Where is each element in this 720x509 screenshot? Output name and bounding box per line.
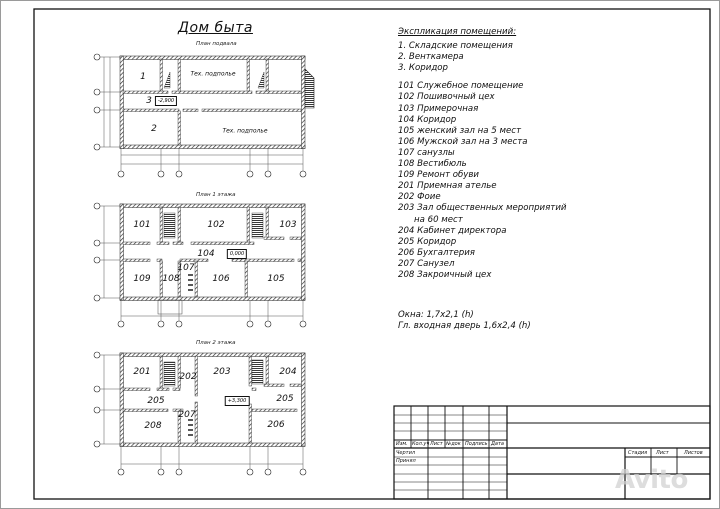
explication-item: на 60 мест <box>414 214 463 225</box>
drawing-title: Дом быта <box>178 20 253 36</box>
room-label: 203 <box>213 367 231 377</box>
room-label: Тех. подполье <box>222 127 268 135</box>
room-label: 201 <box>133 367 151 377</box>
explication-item: 201 Приемная ателье <box>398 181 497 192</box>
explication-item: 208 Закроичный цех <box>398 269 492 280</box>
tb-col-label: Подпись <box>465 441 488 447</box>
room-label: 106 <box>212 274 230 284</box>
explication-item: 206 Бухгалтерия <box>398 247 475 258</box>
explication-item: 205 Коридор <box>398 236 457 247</box>
explication-item: 1. Складские помещения <box>398 41 513 52</box>
room-label: 202 <box>179 372 197 382</box>
basement-plan-subtitle: План подвала <box>196 41 237 47</box>
explication-item: 2. Венткамера <box>398 52 464 63</box>
tb-stage-header: Лист <box>656 450 669 456</box>
explication-item: 105 женский зал на 5 мест <box>398 125 521 136</box>
explication-item: 102 Пошивочный цех <box>398 92 495 103</box>
explication-item: 202 Фоие <box>398 192 441 203</box>
inner-frame <box>33 8 711 500</box>
room-label: 3 <box>146 96 152 106</box>
level-mark: +3,300 <box>224 396 250 406</box>
room-label: 108 <box>162 274 180 284</box>
explication-item: 108 Вестибюль <box>398 159 467 170</box>
explication-item: 103 Примерочная <box>398 103 479 114</box>
explication-item: 104 Коридор <box>398 114 457 125</box>
floor2-plan <box>93 351 307 476</box>
tb-col-label: Лист <box>430 441 443 447</box>
room-label: 104 <box>197 249 215 259</box>
basement-plan <box>93 53 315 178</box>
room-label: Тех. подполье <box>190 70 236 78</box>
tb-col-label: Изм. <box>396 441 408 447</box>
tb-col-label: Дата <box>491 441 504 447</box>
level-mark: 0,000 <box>226 249 248 259</box>
level-mark: -2,900 <box>154 96 178 106</box>
room-label: 205 <box>147 396 165 406</box>
explication-item: 204 Кабинет директора <box>398 225 507 236</box>
tb-row-label: Принял <box>396 458 416 464</box>
room-label: 205 <box>276 394 294 404</box>
tb-col-label: Кол.уч <box>412 441 430 447</box>
room-label: 2 <box>151 124 157 134</box>
room-label: 105 <box>267 274 285 284</box>
tb-row-label: Чертил <box>396 450 416 456</box>
tb-col-label: №док <box>446 441 461 447</box>
title-block <box>393 405 711 500</box>
tb-stage-header: Стадия <box>628 450 648 456</box>
notes: Окна: 1,7x2,1 (h) Гл. входная дверь 1,6x… <box>398 310 531 332</box>
room-label: 204 <box>279 367 297 377</box>
room-explication: Экспликация помещений: 1. Складские поме… <box>398 27 567 281</box>
avito-watermark: Avito <box>615 465 688 495</box>
explication-item: 3. Коридор <box>398 63 448 74</box>
floor1-plan <box>93 202 307 328</box>
room-label: 109 <box>133 274 151 284</box>
room-label: 206 <box>267 420 285 430</box>
room-label: 1 <box>140 72 146 82</box>
explication-item: 107 санузлы <box>398 147 455 158</box>
tb-stage-header: Листов <box>684 450 703 456</box>
explication-item: 101 Служебное помещение <box>398 81 524 92</box>
room-label: 208 <box>144 421 162 431</box>
floor2-plan-subtitle: План 2 этажа <box>196 340 236 346</box>
floor1-plan-subtitle: План 1 этажа <box>196 192 236 198</box>
room-label: 102 <box>207 220 225 230</box>
windows-note: Окна: 1,7x2,1 (h) <box>398 310 474 320</box>
room-label: 103 <box>279 220 297 230</box>
room-label: 101 <box>133 220 151 230</box>
explication-item: 109 Ремонт обуви <box>398 170 479 181</box>
room-label: 207 <box>178 410 196 420</box>
explication-item: 106 Мужской зал на 3 места <box>398 136 528 147</box>
explication-heading: Экспликация помещений: <box>398 27 517 37</box>
explication-item: 203 Зал общественных мероприятий <box>398 203 567 214</box>
room-label: 107 <box>177 263 195 273</box>
main-door-note: Гл. входная дверь 1,6x2,4 (h) <box>398 321 531 331</box>
explication-item: 207 Санузел <box>398 258 455 269</box>
